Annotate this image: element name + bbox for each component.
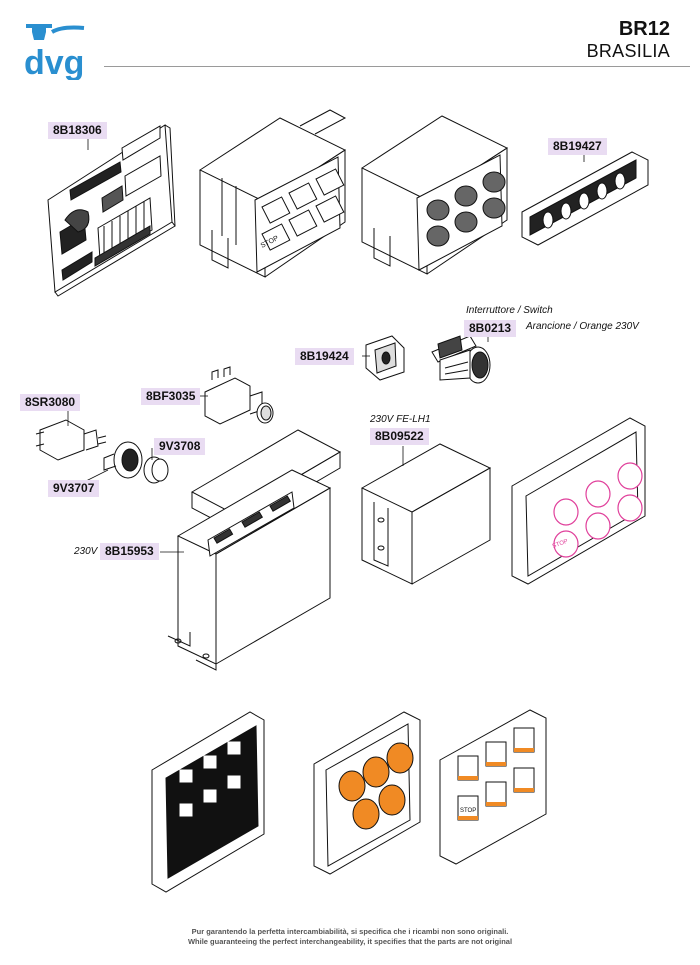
transformer-box-drawing [360, 443, 492, 585]
knob-cap-drawing [143, 456, 169, 484]
transformer-note: 230V FE-LH1 [370, 414, 431, 425]
footer-disclaimer-it: Pur garantendo la perfetta intercambiabi… [191, 927, 509, 936]
orange-note: Arancione / Orange 230V [526, 321, 639, 332]
part-code-8B15953: 8B15953 [100, 543, 159, 560]
illuminated-switch-drawing [431, 335, 491, 384]
control-box-drawing: STOP [198, 109, 347, 278]
part-code-8BF3035: 8BF3035 [141, 388, 201, 405]
footer-disclaimer-en: While guaranteeing the perfect interchan… [187, 937, 513, 946]
switch-note: Interruttore / Switch [466, 305, 553, 316]
toggle-switch-drawing [35, 419, 107, 461]
ring-nut-drawing [103, 441, 143, 479]
part-code-8B0213: 8B0213 [464, 320, 517, 337]
keypad-strip-drawing [521, 151, 649, 246]
control-board-drawing [47, 124, 176, 297]
control-box-grey-drawing [360, 115, 509, 275]
stop-label-square: STOP [460, 808, 476, 814]
part-code-8B19424: 8B19424 [295, 348, 354, 365]
box-voltage-note: 230V [74, 546, 98, 557]
leader-lines [67, 136, 585, 553]
push-switch-drawing [204, 366, 274, 425]
part-code-9V3708: 9V3708 [154, 438, 206, 455]
dvg-logo: dvg [22, 18, 102, 82]
square-button-keypad-drawing: STOP [439, 709, 547, 865]
model-code: BR12 [618, 18, 670, 40]
header-divider [104, 66, 690, 67]
part-code-8B18306: 8B18306 [48, 122, 107, 139]
stop-label-magenta: STOP [552, 539, 569, 550]
part-code-8B19427: 8B19427 [548, 138, 607, 155]
magenta-keypad-drawing: STOP [511, 417, 646, 585]
model-name: BRASILIA [586, 41, 670, 61]
glass-keypad-drawing [151, 711, 265, 893]
electronic-box-drawing [167, 429, 342, 671]
part-code-9V3707: 9V3707 [48, 480, 100, 497]
orange-button-keypad-drawing [313, 711, 421, 875]
part-code-8B09522: 8B09522 [370, 428, 429, 445]
coffee-cup-icon [26, 24, 52, 32]
part-code-8SR3080: 8SR3080 [20, 394, 81, 411]
logo-text: dvg [24, 44, 84, 80]
rocker-switch-drawing [365, 335, 405, 381]
